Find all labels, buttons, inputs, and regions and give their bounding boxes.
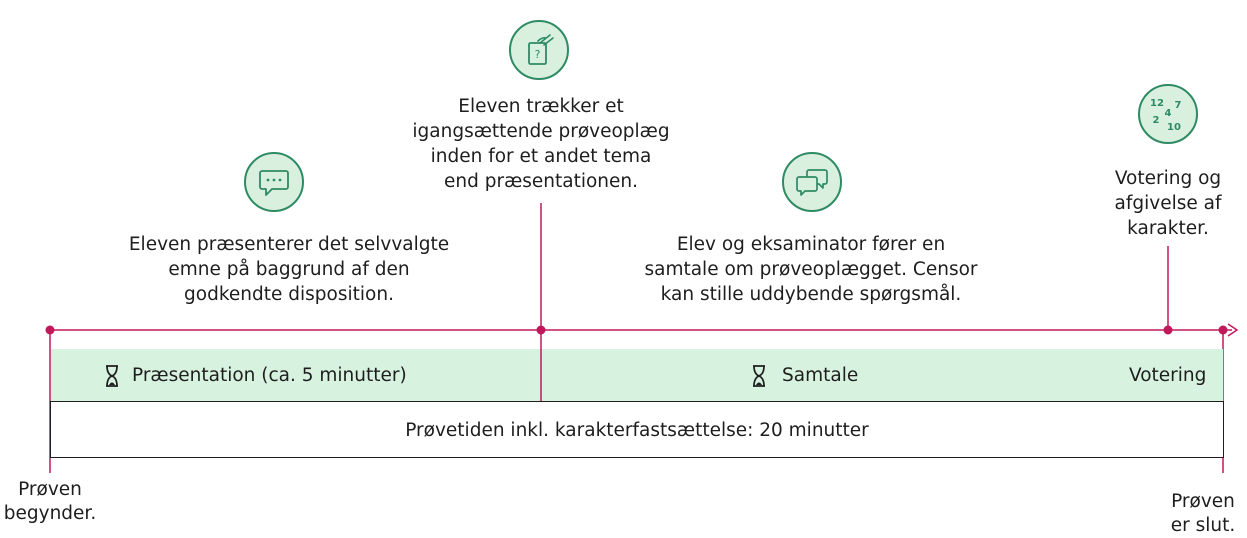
phase-presentation-label: Præsentation (ca. 5 minutter): [132, 365, 407, 386]
phase-voting-label: Votering: [1129, 365, 1207, 386]
timeline-arrowhead: [1227, 323, 1239, 337]
question-card-draw-icon: ?: [509, 20, 569, 80]
total-duration-label: Prøvetiden inkl. karakterfastsættelse: 2…: [405, 420, 869, 441]
grade-12: 12: [1150, 98, 1164, 109]
grades-icon-glyph: 12 7 4 2 10: [1150, 98, 1182, 133]
grade-10: 10: [1167, 122, 1181, 133]
voting-marker-dot: [1163, 325, 1173, 335]
speech-bubble-icon: [244, 152, 304, 212]
end-marker-dot: [1218, 325, 1228, 335]
svg-text:?: ?: [535, 48, 541, 61]
hourglass-icon: [753, 365, 765, 387]
end-label: Prøven er slut.: [1170, 491, 1236, 536]
grade-7: 7: [1175, 100, 1182, 111]
grade-2: 2: [1153, 115, 1160, 126]
total-duration-box: [50, 401, 1224, 458]
stage-draw-question-description: Eleven trækker et igangsættende prøveopl…: [412, 96, 670, 192]
phase-divider: [540, 349, 542, 401]
stage-voting-description: Votering og afgivelse af karakter.: [1114, 168, 1222, 239]
hourglass-icon: [106, 365, 118, 387]
phase-conversation-label: Samtale: [782, 365, 859, 386]
start-marker-dot: [45, 325, 55, 335]
grade-4: 4: [1165, 108, 1172, 119]
grades-icon: 12 7 4 2 10: [1138, 84, 1198, 144]
phase-band: [51, 349, 1223, 401]
conversation-bubbles-icon: [782, 152, 842, 212]
mid-marker-dot: [536, 325, 546, 335]
start-label: Prøven begynder.: [3, 479, 97, 524]
stage-conversation-description: Elev og eksaminator fører en samtale om …: [644, 234, 978, 305]
stage-presentation-description: Eleven præsenterer det selvvalgte emne p…: [128, 234, 450, 305]
